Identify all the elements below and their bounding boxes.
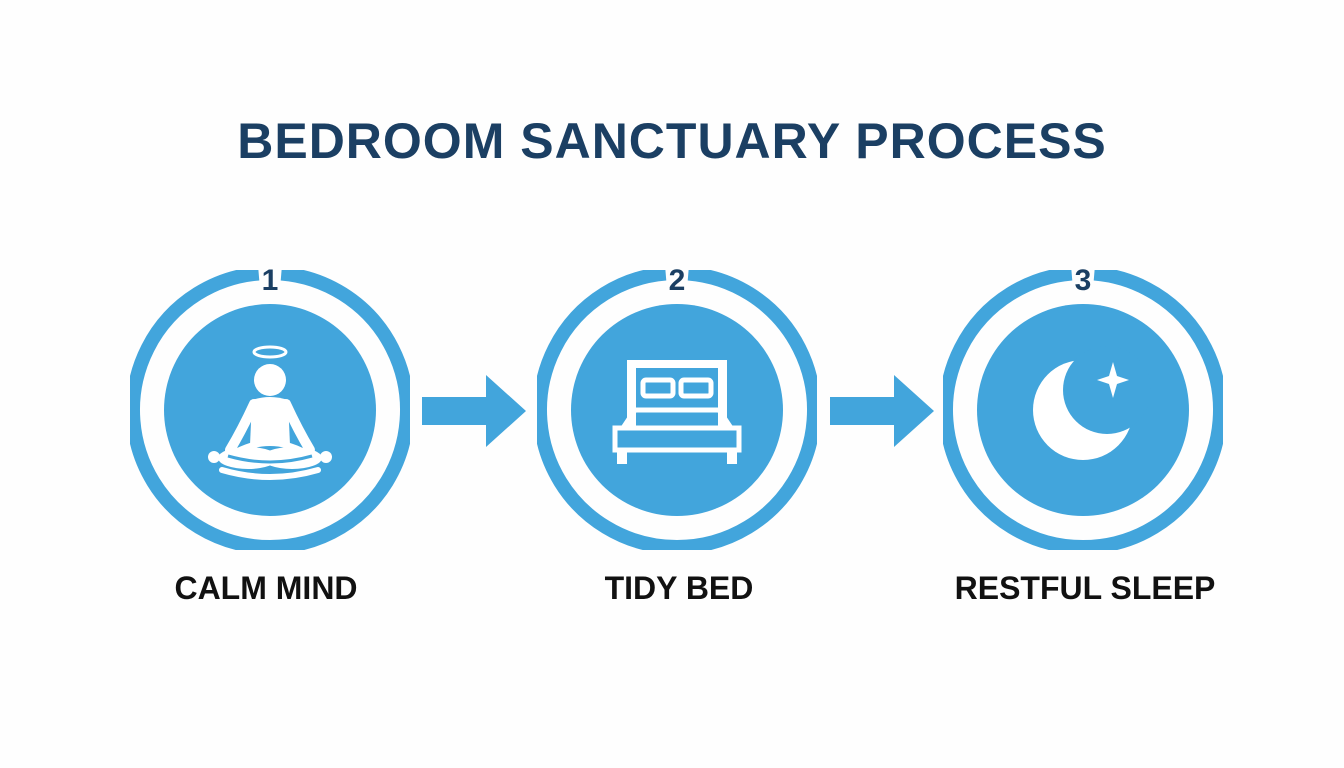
step-number: 1 (261, 264, 279, 297)
step-number: 3 (1074, 264, 1092, 297)
arrow-icon (830, 375, 934, 447)
step-label: TIDY BED (604, 570, 754, 606)
step-number: 2 (668, 264, 686, 297)
step-1: 1 (130, 264, 410, 550)
step-3: 3 (943, 264, 1223, 550)
step-label: RESTFUL SLEEP (954, 570, 1216, 606)
diagram-title: BEDROOM SANCTUARY PROCESS (237, 113, 1107, 169)
step-label: CALM MIND (174, 570, 358, 606)
bed-icon (612, 360, 742, 464)
moon-star-icon (1033, 346, 1151, 460)
arrow-icon (422, 375, 526, 447)
step-2: 2 (537, 264, 817, 550)
meditation-icon (208, 345, 332, 480)
